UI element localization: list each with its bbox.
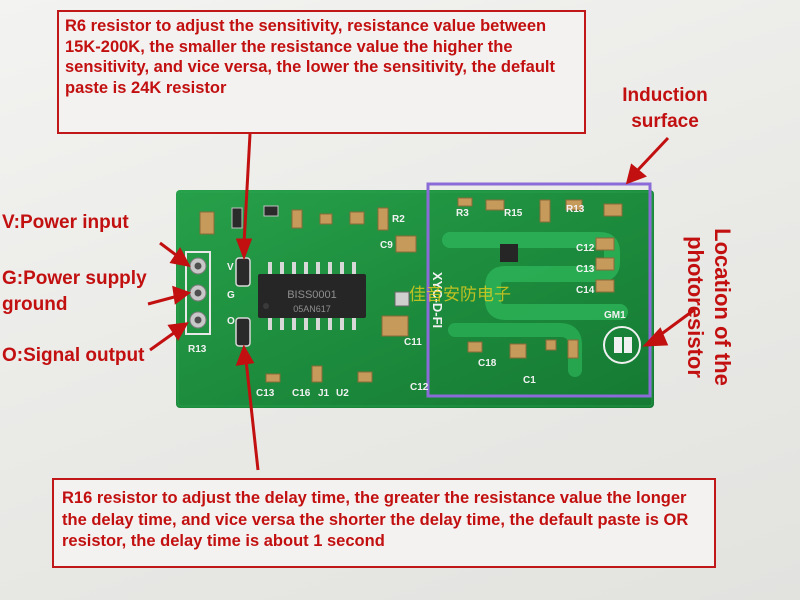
- watermark-text: 佳音安防电子: [409, 285, 511, 305]
- silk-c9: C9: [380, 240, 393, 251]
- silk-r2: R2: [392, 214, 405, 225]
- chip-marking-bottom: 05AN617: [293, 304, 331, 314]
- signal-output-label: O:Signal output: [2, 345, 145, 366]
- callout-arrows: [147, 133, 695, 471]
- induction-surface-area: [442, 197, 641, 377]
- power-input-label: V:Power input: [2, 212, 129, 233]
- silk-c12: C12: [576, 243, 595, 254]
- silk-r3: U2: [336, 388, 349, 399]
- power-ground-label: G:Power supply ground: [2, 268, 147, 315]
- smd-components: [199, 205, 417, 383]
- induction-surface-highlight: [426, 182, 652, 398]
- pin-label-o: O: [227, 316, 235, 327]
- silk-c18: C18: [478, 358, 497, 369]
- silk-e1: C12: [410, 382, 429, 393]
- silk-r15: R15: [504, 208, 523, 219]
- silk-r2b: C16: [292, 388, 311, 399]
- silk-u2: C11: [404, 337, 422, 348]
- r16-callout-box: R16 resistor to adjust the delay time, t…: [52, 478, 716, 568]
- silk-c1: J1: [318, 388, 330, 399]
- silk-c14: C14: [576, 285, 595, 296]
- silk-p17: C1: [523, 375, 536, 386]
- pin-header-j1: [185, 251, 211, 335]
- silk-r3b: R3: [456, 208, 469, 219]
- r6-callout-box: R6 resistor to adjust the sensitivity, r…: [57, 10, 586, 134]
- silk-gm1: GM1: [604, 310, 626, 321]
- photoresistor-label: Location of the photoresistor: [683, 228, 735, 386]
- silk-c13: C13: [576, 264, 595, 275]
- r6-callout-text: R6 resistor to adjust the sensitivity, r…: [65, 17, 555, 97]
- r16-callout-text: R16 resistor to adjust the delay time, t…: [62, 489, 689, 550]
- board-model-label: XYC-D-FI: [430, 272, 445, 328]
- pin-label-g: G: [227, 290, 235, 301]
- ic-biss0001: BISS0001 05AN617: [258, 262, 366, 330]
- silk-j1: R13: [188, 344, 207, 355]
- chip-marking-top: BISS0001: [287, 289, 337, 301]
- silk-r13: R13: [566, 204, 585, 215]
- silkscreen-labels: V G O R13 R2 C9 C11 C12 C13 C16 J1 U2 R3…: [188, 204, 626, 399]
- induction-surface-label: Induction surface: [622, 85, 708, 132]
- silk-r5: C13: [256, 388, 275, 399]
- pin-label-v: V: [227, 262, 234, 273]
